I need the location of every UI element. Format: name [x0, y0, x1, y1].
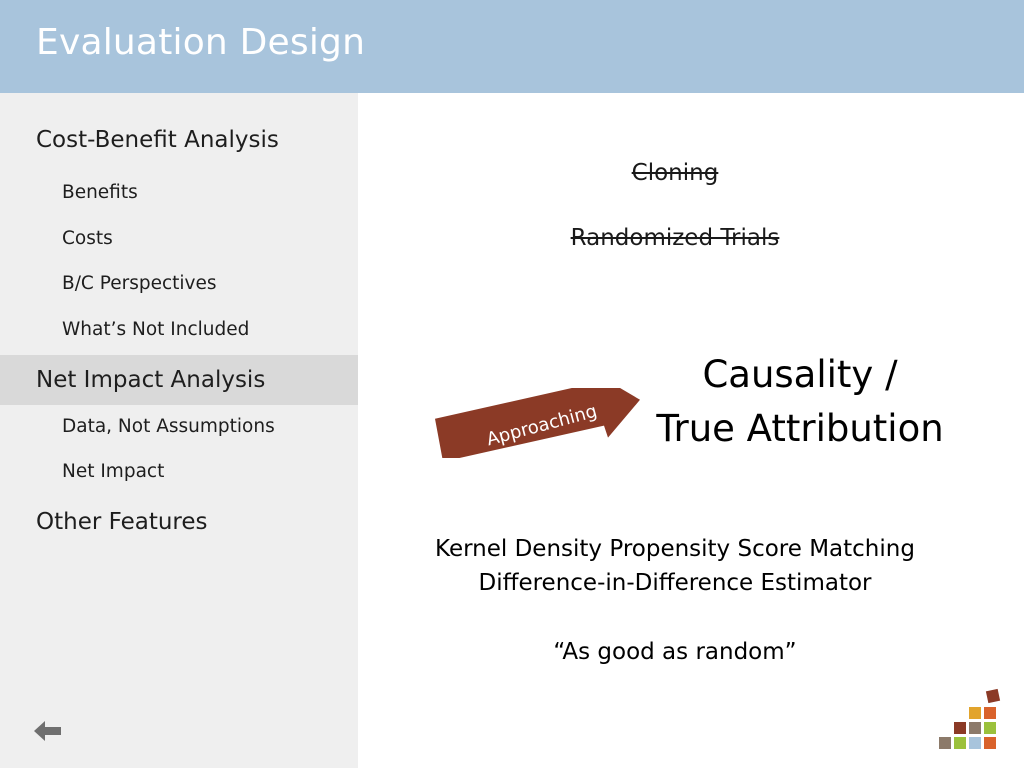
sidebar-item-benefits[interactable]: Benefits [62, 182, 138, 203]
slide-title: Evaluation Design [36, 22, 366, 63]
struck-method-cloning: Cloning [631, 160, 719, 186]
quote-as-good-as-random: “As good as random” [553, 639, 797, 665]
causality-line-1: Causality / [702, 353, 898, 396]
approaching-arrow-icon [435, 388, 640, 458]
sidebar-item-data-not-assumptions[interactable]: Data, Not Assumptions [62, 416, 275, 437]
struck-method-randomized-trials: Randomized Trials [570, 225, 780, 251]
color-blocks-logo-icon [939, 688, 1001, 749]
sidebar-item-bc-perspectives[interactable]: B/C Perspectives [62, 273, 217, 294]
sidebar-item-costs[interactable]: Costs [62, 228, 113, 249]
sidebar-item-whats-not-included[interactable]: What’s Not Included [62, 319, 250, 340]
method-difference-in-difference: Difference-in-Difference Estimator [478, 570, 872, 596]
sidebar-item-other-features[interactable]: Other Features [36, 509, 208, 535]
header-bar: Evaluation Design [0, 0, 1024, 93]
sidebar-item-net-impact-analysis[interactable]: Net Impact Analysis [0, 355, 358, 405]
method-kernel-density: Kernel Density Propensity Score Matching [435, 536, 915, 562]
sidebar-item-cost-benefit-analysis[interactable]: Cost-Benefit Analysis [36, 127, 279, 153]
causality-line-2: True Attribution [656, 407, 944, 450]
sidebar: Cost-Benefit Analysis Benefits Costs B/C… [0, 93, 358, 768]
sidebar-item-net-impact[interactable]: Net Impact [62, 461, 165, 482]
back-arrow-icon[interactable] [34, 720, 62, 742]
